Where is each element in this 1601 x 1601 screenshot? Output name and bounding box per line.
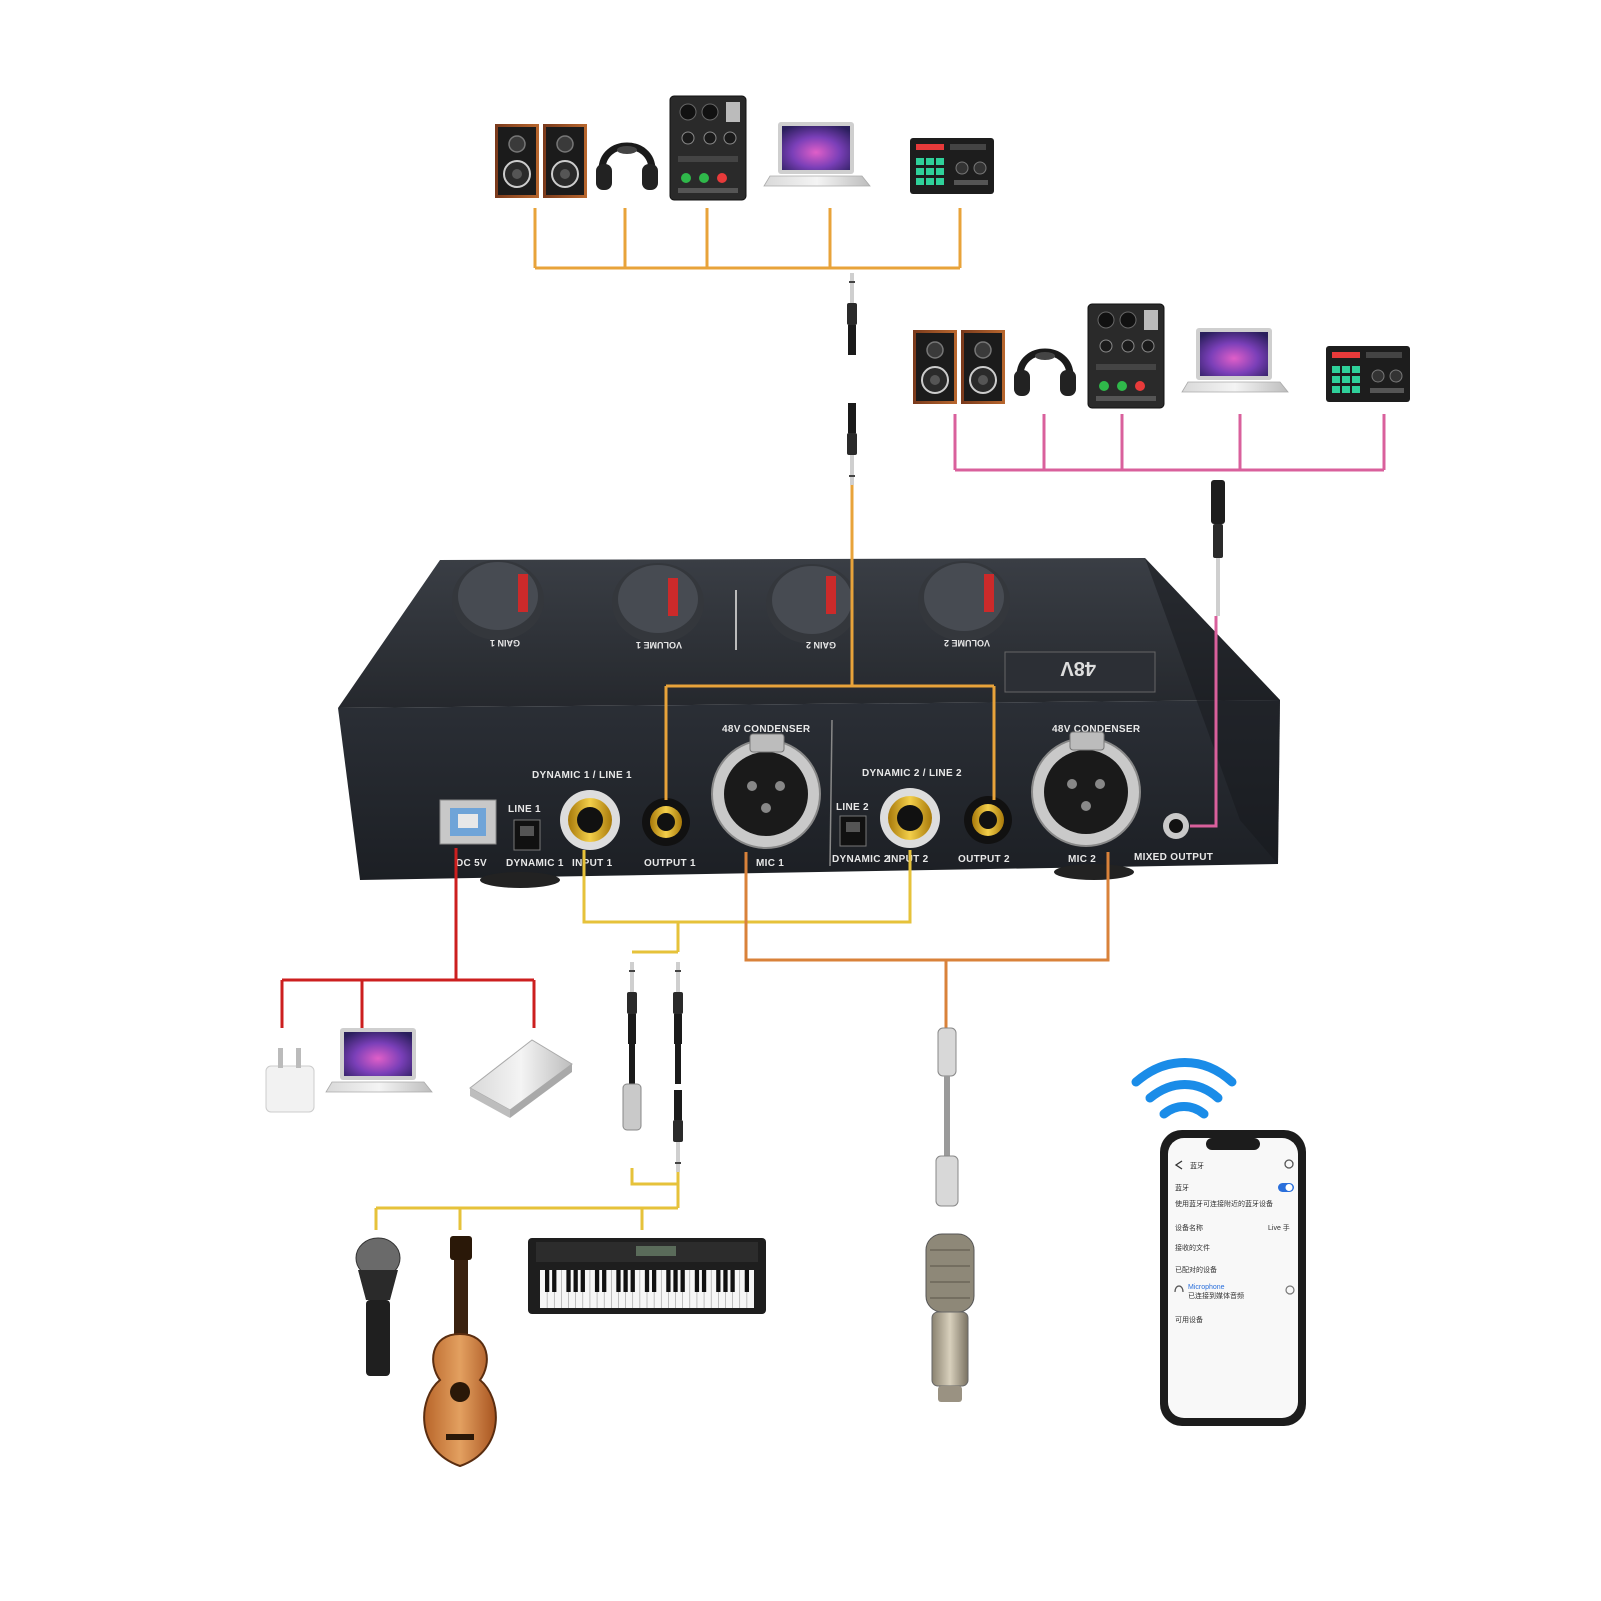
- output-1-label: OUTPUT 1: [644, 858, 696, 869]
- phone-row-received[interactable]: 接收的文件: [1175, 1243, 1210, 1252]
- dynamic-2-label: DYNAMIC 2: [832, 854, 890, 865]
- input-2-label: INPUT 2: [888, 854, 929, 865]
- mixer-icon: [669, 95, 747, 201]
- info-icon[interactable]: [1285, 1285, 1295, 1295]
- dynamic-microphone-icon: [355, 1237, 401, 1376]
- power-bank-icon: [469, 1039, 573, 1118]
- laptop-icon: [763, 121, 871, 187]
- phone-section: 已配对的设备: [1175, 1265, 1217, 1274]
- input-1-label: INPUT 1: [572, 858, 613, 869]
- phone-paired-device[interactable]: Microphone: [1188, 1284, 1225, 1291]
- input-1-jack[interactable]: [560, 790, 620, 850]
- line-dynamic-switch-2[interactable]: [839, 815, 867, 847]
- quarter-inch-plug-icon: [627, 962, 637, 1044]
- output-device-group-1: [494, 95, 995, 485]
- quarter-inch-plug-icon: [847, 273, 857, 355]
- wireless-signal-icon: [1131, 1058, 1237, 1119]
- volume-1-label: VOLUME 1: [636, 640, 682, 650]
- phone-row-hint: 使用蓝牙可连接附近的蓝牙设备: [1175, 1199, 1273, 1208]
- mixed-bus-lines: [953, 414, 1386, 472]
- mic-bus-lines: [744, 852, 1110, 1030]
- speakers-icon: [494, 123, 588, 199]
- gain-knob-2[interactable]: [766, 564, 858, 644]
- input-cables: [374, 962, 683, 1230]
- xlr-cable: [935, 1027, 959, 1207]
- output-2-label: OUTPUT 2: [958, 854, 1010, 865]
- laptop-icon: [325, 1027, 433, 1093]
- phone-gear-icon[interactable]: [1284, 1159, 1294, 1169]
- acoustic-guitar-icon: [423, 1236, 497, 1468]
- phone-row-toggle: 蓝牙: [1175, 1183, 1189, 1192]
- mixed-bus-to-device: [1190, 616, 1218, 828]
- mic-2-label: MIC 2: [1068, 854, 1096, 865]
- condenser-2-label: 48V CONDENSER: [1052, 724, 1141, 735]
- smartphone: 蓝牙 蓝牙 使用蓝牙可连接附近的蓝牙设备 设备名称 Live 手 接收的文件 已…: [1160, 1130, 1306, 1426]
- line-dynamic-switch-1[interactable]: [513, 819, 541, 851]
- usb-b-port[interactable]: [439, 799, 497, 845]
- condenser-1-label: 48V CONDENSER: [722, 724, 811, 735]
- volume-knob-1[interactable]: [612, 563, 704, 643]
- sound-card-icon: [909, 137, 995, 195]
- output-bus-1-lines: [533, 208, 962, 270]
- top-48v-badge: 48V: [1060, 657, 1096, 679]
- condenser-microphone-icon: [925, 1233, 975, 1402]
- xlr-plug-icon: [622, 1083, 642, 1131]
- phone-available: 可用设备: [1175, 1315, 1203, 1324]
- phone-back-arrow-icon[interactable]: [1174, 1160, 1183, 1170]
- sound-card-icon: [1325, 345, 1411, 403]
- mixer-icon: [1087, 303, 1165, 409]
- output-1-jack[interactable]: [642, 798, 690, 846]
- xlr-mic-2-jack[interactable]: [1031, 731, 1141, 847]
- power-bus-lines: [280, 848, 536, 1028]
- phone-row-name[interactable]: 设备名称: [1175, 1223, 1203, 1232]
- output-2-jack[interactable]: [964, 796, 1012, 844]
- quarter-inch-plug-icon: [673, 962, 683, 1044]
- headphones-icon: [1014, 352, 1076, 396]
- gain-2-label: GAIN 2: [806, 640, 836, 650]
- laptop-icon: [1181, 327, 1289, 393]
- keyboard-icon: [528, 1238, 766, 1314]
- headset-icon: [1174, 1285, 1184, 1293]
- power-source-group: [265, 1027, 573, 1118]
- group-1-label: DYNAMIC 1 / LINE 1: [532, 770, 632, 781]
- line-2-label: LINE 2: [836, 802, 869, 813]
- phone-row-name-value: Live 手: [1268, 1223, 1290, 1232]
- output-bus-to-device: [664, 485, 996, 800]
- dynamic-1-label: DYNAMIC 1: [506, 858, 564, 869]
- speakers-icon: [912, 329, 1006, 405]
- gain-1-label: GAIN 1: [490, 638, 520, 648]
- xlr-mic-1-jack[interactable]: [711, 733, 821, 849]
- bluetooth-toggle[interactable]: [1278, 1183, 1294, 1192]
- headphones-icon: [596, 146, 658, 190]
- power-adapter-icon: [265, 1048, 315, 1113]
- group-2-label: DYNAMIC 2 / LINE 2: [862, 768, 962, 779]
- input-2-jack[interactable]: [880, 788, 940, 848]
- phone-paired-sub: 已连接到媒体音频: [1188, 1291, 1244, 1300]
- mixed-output-jack[interactable]: [1163, 813, 1189, 839]
- mixed-output-label: MIXED OUTPUT: [1134, 852, 1213, 863]
- output-device-group-2: [912, 303, 1411, 616]
- dc-label: DC 5V: [456, 858, 487, 869]
- volume-2-label: VOLUME 2: [944, 638, 990, 648]
- mic-1-label: MIC 1: [756, 858, 784, 869]
- mini-jack-plug-icon: [1211, 480, 1225, 616]
- gain-knob-1[interactable]: [452, 560, 544, 640]
- phone-header: 蓝牙: [1190, 1161, 1204, 1170]
- line-1-label: LINE 1: [508, 804, 541, 815]
- audio-mixer-device: GAIN 1 VOLUME 1 GAIN 2 VOLUME 2 48V 48V …: [338, 558, 1280, 888]
- volume-knob-2[interactable]: [918, 561, 1010, 641]
